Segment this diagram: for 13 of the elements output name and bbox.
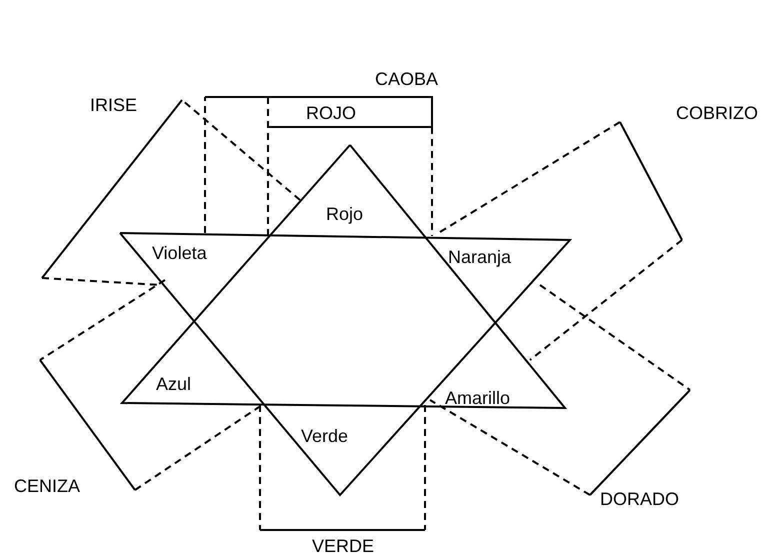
color-label: Verde	[301, 427, 348, 445]
bracket-label: IRISE	[90, 96, 138, 114]
color-label: Violeta	[152, 244, 207, 262]
bracket-label: CAOBA	[375, 70, 438, 88]
bracket-label: CENIZA	[14, 477, 80, 495]
bracket-label: DORADO	[600, 490, 680, 508]
bracket-label: COBRIZO	[676, 104, 758, 122]
color-label: Naranja	[448, 248, 512, 266]
color-label: Rojo	[326, 205, 364, 223]
color-label: Amarillo	[445, 389, 510, 407]
bracket-label: VERDE	[312, 537, 374, 555]
color-label: Azul	[156, 375, 192, 393]
bracket-label: ROJO	[306, 104, 356, 122]
